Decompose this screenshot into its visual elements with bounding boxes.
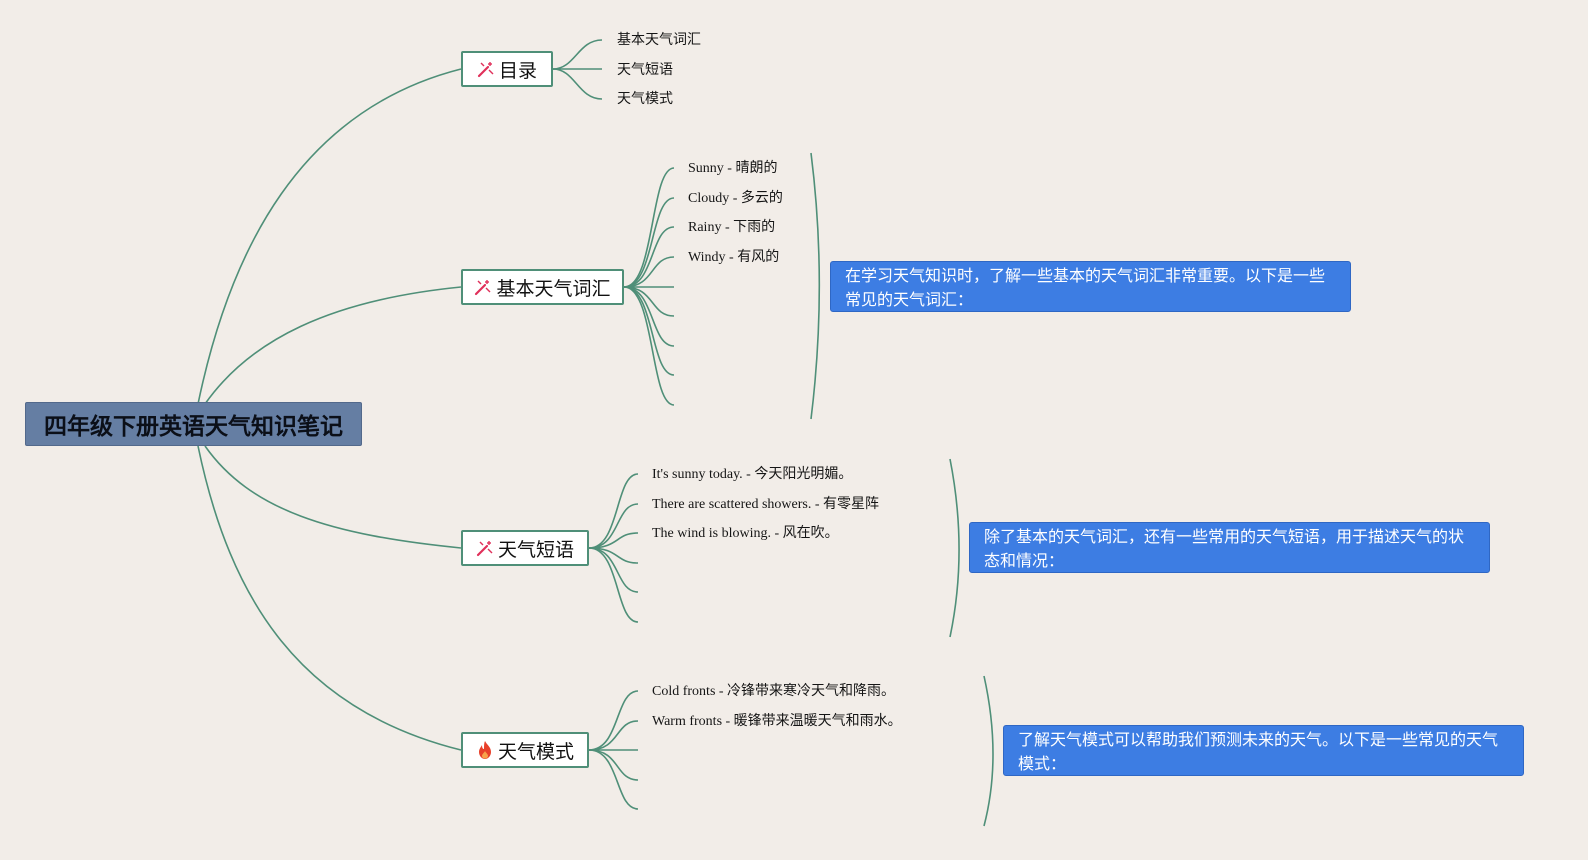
patterns-summary-bracket: [983, 675, 994, 827]
vocab-item-connector: [623, 286, 675, 317]
list-item[interactable]: Cold fronts - 冷锋带来寒冷天气和降雨。: [652, 684, 896, 699]
phrases-item-connector: [588, 547, 639, 593]
patterns-item-connector: [588, 720, 639, 751]
branch-patterns[interactable]: 天气模式: [461, 732, 589, 768]
list-item[interactable]: 天气短语: [617, 62, 673, 78]
branch-label: 天气短语: [497, 538, 574, 561]
branch-label: 目录: [498, 59, 537, 82]
list-item[interactable]: Sunny - 晴朗的: [688, 161, 778, 176]
list-item[interactable]: Rainy - 下雨的: [688, 220, 776, 235]
list-item[interactable]: Warm fronts - 暖锋带来温暖天气和雨水。: [652, 714, 902, 729]
list-item[interactable]: There are scattered showers. - 有零星阵: [652, 497, 880, 512]
root-title: 四年级下册英语天气知识笔记: [44, 414, 343, 440]
phrases-summary-bracket: [949, 458, 960, 638]
branch-label: 基本天气词汇: [496, 277, 611, 300]
patterns-item-connector: [588, 749, 639, 810]
root-to-toc-connector: [197, 68, 462, 405]
fire-icon: [478, 741, 491, 759]
list-item[interactable]: 天气模式: [617, 91, 673, 107]
vocab-summary-bracket: [810, 152, 821, 420]
root-to-phrases-connector: [204, 445, 462, 549]
root-to-patterns-connector: [197, 445, 462, 751]
toc-item-connector: [552, 39, 603, 70]
root-topic[interactable]: 四年级下册英语天气知识笔记: [25, 402, 362, 446]
list-item[interactable]: The wind is blowing. - 风在吹。: [652, 526, 839, 541]
toc-item-connector: [552, 68, 603, 100]
phrases-item-connector: [588, 503, 639, 549]
branch-label: 天气模式: [497, 740, 574, 763]
vocab-item-connector: [623, 167, 675, 288]
vocab-item-connector: [623, 256, 675, 288]
magic-wand-icon: [476, 541, 493, 557]
vocab-summary-note[interactable]: 在学习天气知识时，了解一些基本的天气词汇非常重要。以下是一些常见的天气词汇：: [830, 261, 1351, 312]
branch-toc[interactable]: 目录: [461, 51, 553, 87]
vocab-item-connector: [623, 197, 675, 288]
patterns-summary-note[interactable]: 了解天气模式可以帮助我们预测未来的天气。以下是一些常见的天气模式：: [1003, 725, 1524, 776]
vocab-item-connector: [623, 226, 675, 288]
branch-phrases[interactable]: 天气短语: [461, 530, 589, 566]
phrases-summary-note[interactable]: 除了基本的天气词汇，还有一些常用的天气短语，用于描述天气的状态和情况：: [969, 522, 1490, 573]
root-to-vocab-connector: [204, 286, 462, 405]
phrases-item-connector: [588, 547, 639, 623]
phrases-item-connector: [588, 473, 639, 549]
patterns-item-connector: [588, 749, 639, 781]
vocab-item-connector: [623, 286, 675, 347]
list-item[interactable]: It's sunny today. - 今天阳光明媚。: [652, 467, 853, 482]
list-item[interactable]: Cloudy - 多云的: [688, 191, 783, 206]
branch-vocab[interactable]: 基本天气词汇: [461, 269, 624, 305]
magic-wand-icon: [477, 62, 494, 78]
patterns-item-connector: [588, 690, 639, 751]
magic-wand-icon: [475, 280, 491, 296]
list-item[interactable]: Windy - 有风的: [688, 250, 780, 265]
list-item[interactable]: 基本天气词汇: [617, 32, 701, 48]
vocab-item-connector: [623, 286, 675, 406]
